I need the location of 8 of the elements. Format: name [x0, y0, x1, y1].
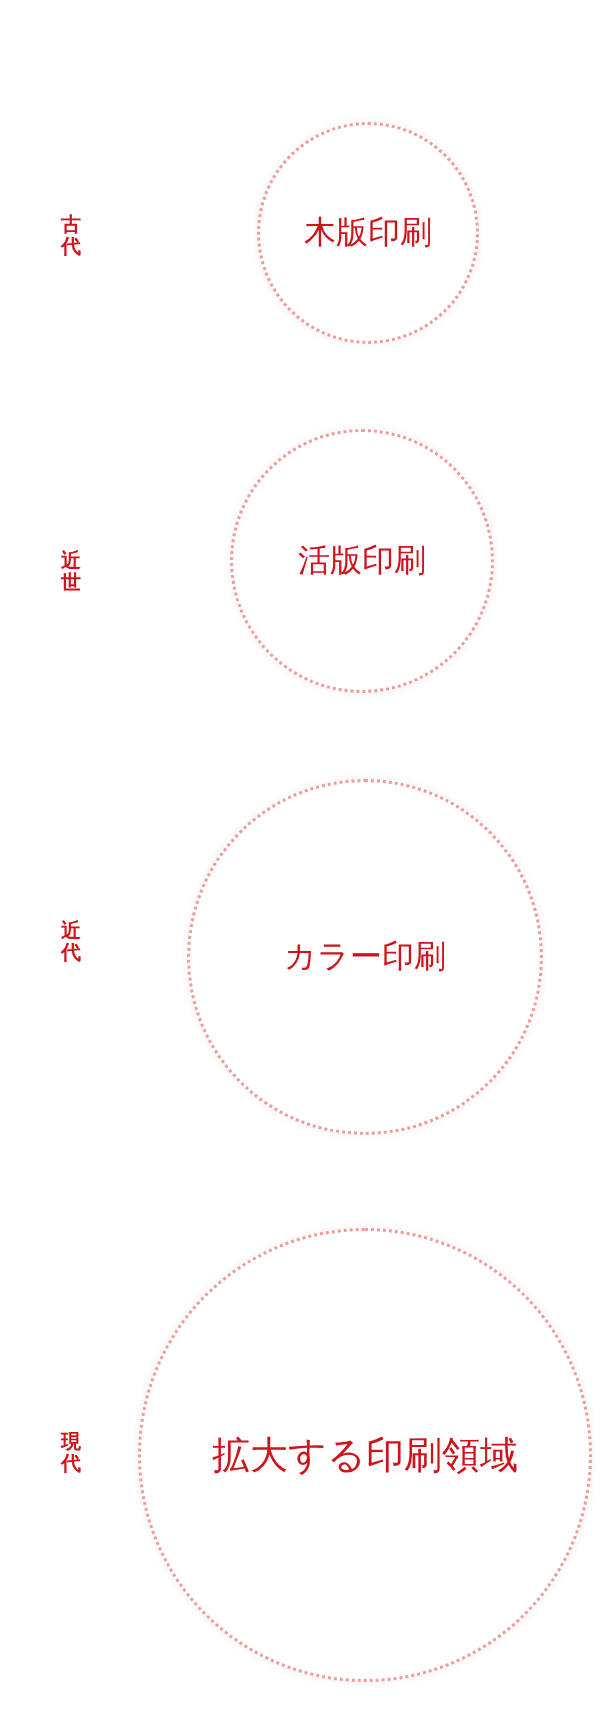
circle-label: 活版印刷: [298, 540, 426, 581]
era-label: 近世: [61, 549, 81, 593]
circle-label: カラー印刷: [284, 936, 446, 977]
era-label: 古代: [61, 213, 81, 257]
era-label: 現代: [61, 1430, 81, 1474]
circle-label: 拡大する印刷領域: [212, 1431, 518, 1479]
era-label: 近代: [61, 919, 81, 963]
circle-label: 木版印刷: [304, 212, 432, 253]
